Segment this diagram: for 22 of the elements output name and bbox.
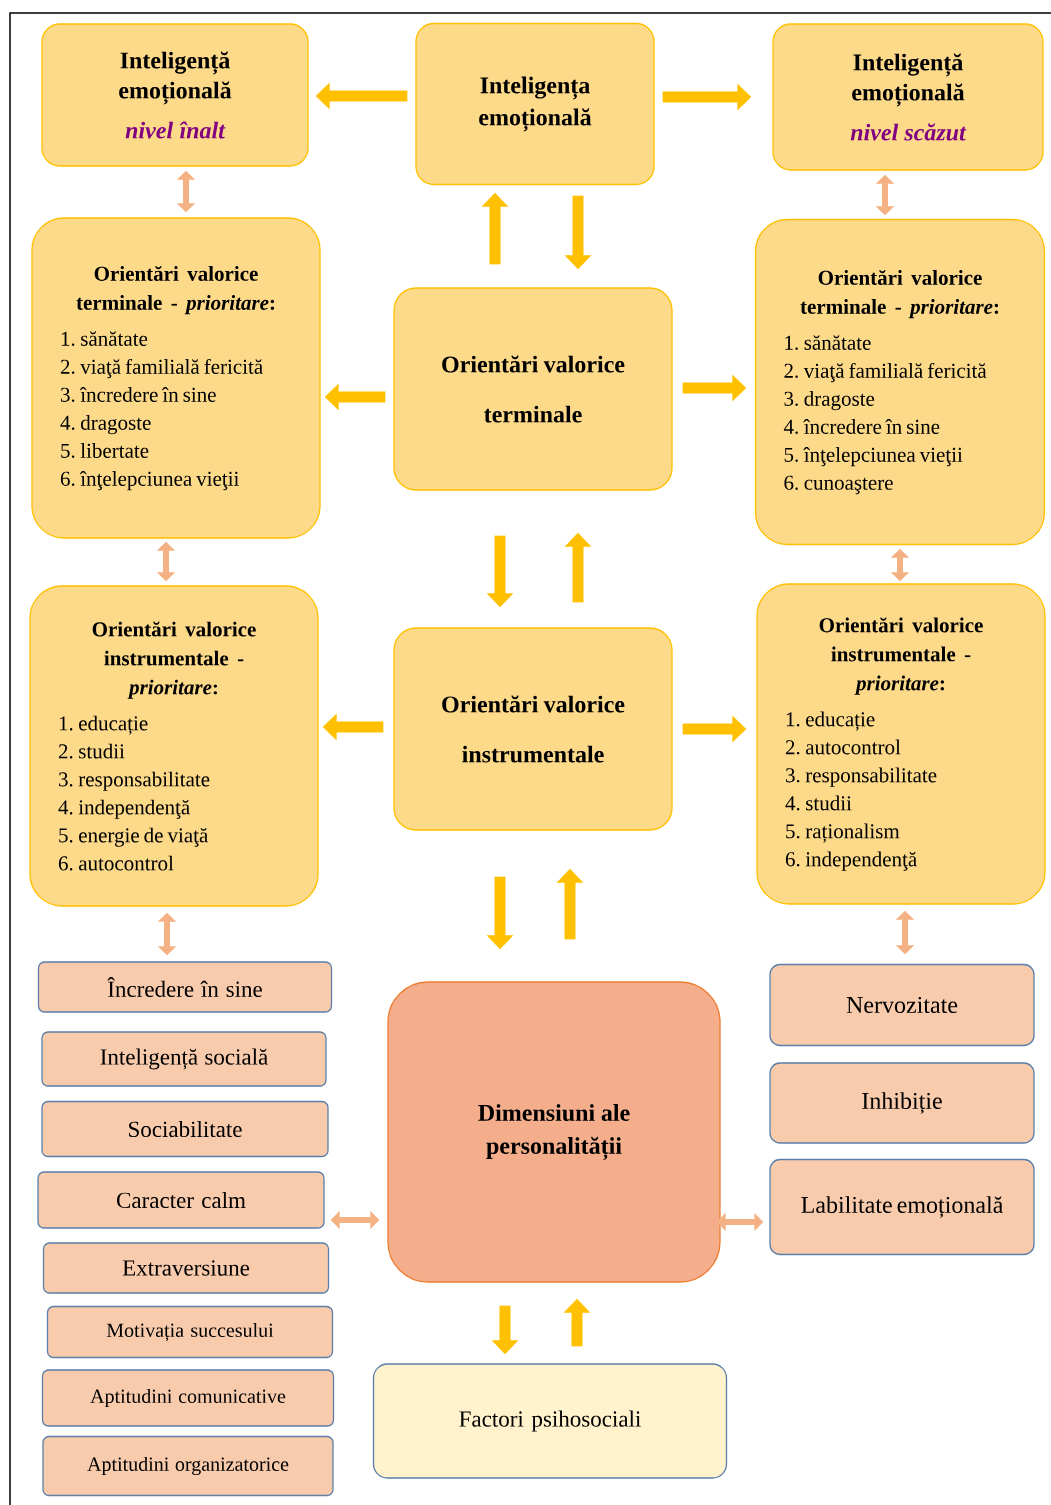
box-with-title: Inteligență emoțională nivel scăzut	[772, 23, 1044, 171]
process-box: Orientări valorice instrumentale	[393, 627, 673, 831]
trait-box: Aptitudini comunicative	[41, 1369, 335, 1427]
central-box: Dimensiuni ale personalității	[387, 981, 721, 1283]
list-box: Orientări valorice instrumentale - prioritare: 1. educație 2. studii 3. responsabilitate 4. independenţă 5. energie de viaţă 6. autocontrol	[29, 585, 319, 907]
trait-box: Încredere în sine	[37, 961, 333, 1013]
box-with-title: Inteligență emoțională nivel înalt	[41, 23, 309, 167]
list-box: Orientări valorice terminale - prioritare: 1. sănătate 2. viaţă familială fericită 3. încredere în sine 4. dragoste 5. libertate 6. înţelepciunea vieţii	[31, 217, 321, 539]
list-box: Orientări valorice instrumentale - prioritare: 1. educație 2. autocontrol 3. responsabilitate 4. studii 5. raționalism 6. independenţă	[756, 583, 1046, 905]
trait-box: Extraversiune	[42, 1242, 330, 1294]
trait-box: Labilitate emoțională	[769, 1158, 1035, 1256]
process-box: Inteligența emoțională	[415, 22, 655, 186]
trait-box: Inteligență socială	[41, 1031, 327, 1087]
trait-box: Inhibiție	[769, 1062, 1035, 1144]
trait-box: Aptitudini organizatorice	[42, 1435, 334, 1497]
process-box: Factori psihosociali	[372, 1363, 728, 1479]
list-box: Orientări valorice terminale - prioritare: 1. sănătate 2. viaţă familială fericită 3. dragoste 4. încredere în sine 5. înţelepciunea vieţii 6. cunoaştere	[754, 218, 1046, 546]
trait-box: Nervozitate	[769, 963, 1035, 1047]
trait-box: Caracter calm	[37, 1171, 325, 1229]
trait-box: Sociabilitate	[41, 1100, 329, 1158]
process-box: Orientări valorice terminale	[393, 287, 673, 491]
trait-box: Motivația succesului	[46, 1305, 334, 1359]
